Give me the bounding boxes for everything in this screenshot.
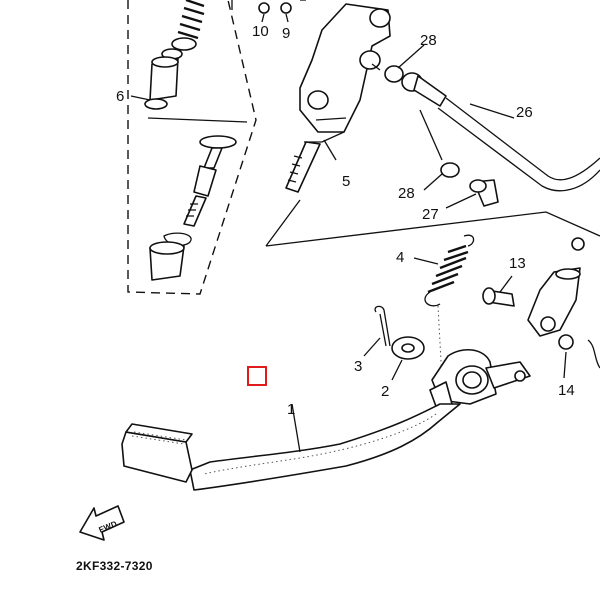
selection-marker xyxy=(247,366,267,386)
return-spring xyxy=(424,234,475,381)
callout-13: 13 xyxy=(509,255,526,272)
callout-28-lower: 28 xyxy=(398,185,415,202)
pivot-bolt xyxy=(482,287,515,307)
callout-6: 6 xyxy=(116,88,124,105)
callout-28-upper: 28 xyxy=(420,32,437,49)
cotter-pin-and-washer xyxy=(374,305,425,360)
brake-pedal xyxy=(121,349,531,491)
callout-3: 3 xyxy=(354,358,362,375)
assembly-frame xyxy=(231,0,600,247)
diagram-code: 2KF332-7320 xyxy=(76,559,153,573)
exploded-view-frame xyxy=(127,0,257,295)
clevis-joint xyxy=(527,237,600,369)
brake-hose xyxy=(371,63,600,207)
front-direction-arrow: FWD xyxy=(79,505,125,541)
callout-26: 26 xyxy=(516,104,533,121)
callout-1: 1 xyxy=(287,401,295,418)
leader-lines xyxy=(130,44,567,453)
master-cylinder xyxy=(258,0,391,193)
callout-27: 27 xyxy=(422,206,439,223)
callout-10: 10 xyxy=(252,23,269,40)
callout-9: 9 xyxy=(282,25,290,42)
callout-5: 5 xyxy=(342,173,350,190)
part-6-assembly xyxy=(144,0,237,281)
callout-14: 14 xyxy=(558,382,575,399)
callout-numbers: 10 9 6 28 26 5 28 27 4 13 3 2 14 1 xyxy=(116,23,575,418)
callout-2: 2 xyxy=(381,383,389,400)
callout-4: 4 xyxy=(396,249,404,266)
